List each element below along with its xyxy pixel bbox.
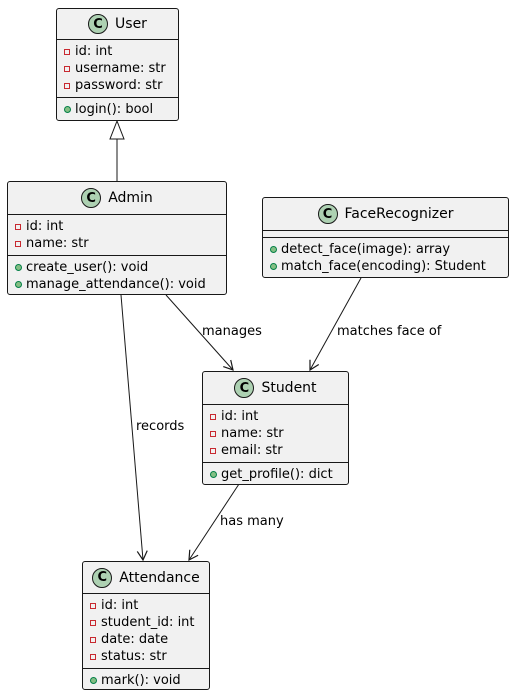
fields-section: id: int name: str bbox=[8, 215, 226, 255]
private-icon bbox=[64, 49, 70, 55]
class-name: FaceRecognizer bbox=[344, 206, 454, 222]
private-icon bbox=[210, 431, 216, 437]
class-student: C Student id: int name: str email: str g… bbox=[202, 371, 349, 485]
class-admin: C Admin id: int name: str create_user():… bbox=[7, 181, 227, 295]
has-many-arrow bbox=[188, 483, 240, 562]
fields-section: id: int username: str password: str bbox=[57, 40, 178, 97]
class-header: C Student bbox=[203, 372, 348, 405]
class-attendance: C Attendance id: int student_id: int dat… bbox=[82, 561, 210, 690]
fields-section: id: int student_id: int date: date statu… bbox=[83, 594, 209, 668]
field-row: id: int bbox=[89, 597, 209, 614]
field-text: name: str bbox=[26, 236, 89, 251]
field-row: student_id: int bbox=[89, 614, 209, 631]
public-icon bbox=[89, 677, 97, 684]
class-name: Student bbox=[261, 380, 317, 396]
method-text: create_user(): void bbox=[26, 260, 149, 275]
private-icon bbox=[210, 414, 216, 420]
field-row: id: int bbox=[14, 218, 226, 235]
field-row: name: str bbox=[209, 425, 348, 442]
class-badge-icon: C bbox=[88, 14, 109, 34]
field-text: name: str bbox=[221, 426, 284, 441]
methods-section: detect_face(image): array match_face(enc… bbox=[263, 237, 508, 278]
method-text: manage_attendance(): void bbox=[26, 277, 206, 292]
private-icon bbox=[90, 620, 96, 626]
field-text: id: int bbox=[101, 598, 139, 613]
public-icon bbox=[269, 263, 277, 270]
field-text: student_id: int bbox=[101, 615, 195, 630]
field-row: email: str bbox=[209, 442, 348, 459]
field-text: date: date bbox=[101, 632, 169, 647]
method-row: match_face(encoding): Student bbox=[269, 258, 508, 275]
method-row: mark(): void bbox=[89, 672, 209, 689]
field-text: password: str bbox=[75, 78, 163, 93]
inheritance-arrowhead bbox=[109, 119, 125, 140]
private-icon bbox=[90, 637, 96, 643]
field-row: status: str bbox=[89, 648, 209, 665]
field-row: name: str bbox=[14, 235, 226, 252]
class-header: C Attendance bbox=[83, 562, 209, 594]
class-badge-icon: C bbox=[317, 204, 338, 224]
method-row: get_profile(): dict bbox=[209, 466, 348, 483]
field-text: email: str bbox=[221, 443, 283, 458]
private-icon bbox=[210, 448, 216, 454]
class-header: C FaceRecognizer bbox=[263, 198, 508, 231]
class-badge-icon: C bbox=[92, 567, 113, 588]
public-icon bbox=[14, 281, 22, 288]
class-name: Admin bbox=[108, 190, 153, 206]
class-user: C User id: int username: str password: s… bbox=[56, 8, 179, 121]
class-header: C User bbox=[57, 9, 178, 40]
field-text: id: int bbox=[26, 219, 64, 234]
methods-section: login(): bool bbox=[57, 97, 178, 121]
class-name: Attendance bbox=[119, 569, 200, 586]
class-badge-icon: C bbox=[81, 188, 102, 208]
method-text: match_face(encoding): Student bbox=[281, 259, 486, 274]
field-text: id: int bbox=[221, 409, 259, 424]
field-text: username: str bbox=[75, 61, 166, 76]
method-text: mark(): void bbox=[101, 673, 181, 688]
relation-label-manages: manages bbox=[202, 324, 262, 339]
field-row: username: str bbox=[63, 60, 178, 77]
private-icon bbox=[64, 66, 70, 72]
fields-section: id: int name: str email: str bbox=[203, 405, 348, 462]
relation-label-has-many: has many bbox=[220, 514, 284, 529]
field-text: id: int bbox=[75, 44, 113, 59]
class-header: C Admin bbox=[8, 182, 226, 215]
private-icon bbox=[90, 603, 96, 609]
field-text: status: str bbox=[101, 649, 167, 664]
method-row: manage_attendance(): void bbox=[14, 276, 226, 293]
methods-section: mark(): void bbox=[83, 668, 209, 692]
private-icon bbox=[90, 654, 96, 660]
methods-section: create_user(): void manage_attendance():… bbox=[8, 255, 226, 296]
field-row: password: str bbox=[63, 77, 178, 94]
manages-arrow bbox=[165, 294, 234, 371]
records-arrow bbox=[120, 294, 148, 562]
public-icon bbox=[269, 246, 277, 253]
private-icon bbox=[15, 224, 21, 230]
method-row: create_user(): void bbox=[14, 259, 226, 276]
private-icon bbox=[64, 83, 70, 89]
method-text: detect_face(image): array bbox=[281, 242, 451, 257]
private-icon bbox=[15, 241, 21, 247]
public-icon bbox=[14, 264, 22, 271]
methods-section: get_profile(): dict bbox=[203, 462, 348, 486]
method-row: login(): bool bbox=[63, 101, 178, 118]
field-row: date: date bbox=[89, 631, 209, 648]
method-row: detect_face(image): array bbox=[269, 241, 508, 258]
field-row: id: int bbox=[209, 408, 348, 425]
field-row: id: int bbox=[63, 43, 178, 60]
public-icon bbox=[209, 471, 217, 478]
method-text: login(): bool bbox=[75, 102, 154, 117]
public-icon bbox=[63, 106, 71, 113]
relation-label-records: records bbox=[136, 419, 185, 434]
matches-arrow bbox=[309, 277, 362, 372]
method-text: get_profile(): dict bbox=[221, 467, 333, 482]
class-name: User bbox=[115, 16, 147, 32]
relation-label-matches: matches face of bbox=[337, 324, 442, 339]
class-badge-icon: C bbox=[234, 378, 255, 398]
class-face-recognizer: C FaceRecognizer detect_face(image): arr… bbox=[262, 197, 509, 278]
